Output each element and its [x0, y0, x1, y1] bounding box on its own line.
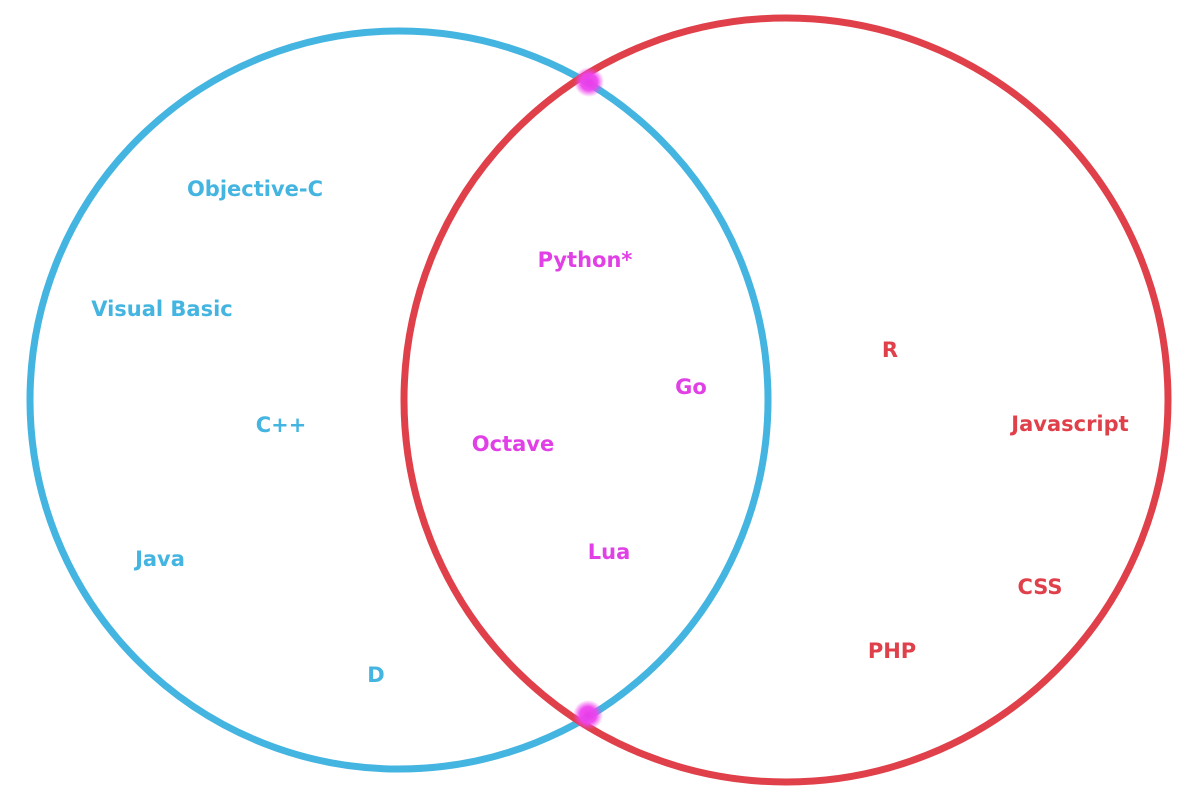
bottom-intersection-point — [573, 700, 603, 730]
label-javascript: Javascript — [1009, 412, 1128, 436]
label-python: Python* — [538, 248, 633, 272]
right-set-circle — [400, 14, 1172, 786]
label-css: CSS — [1017, 575, 1062, 599]
label-go: Go — [675, 375, 707, 399]
top-intersection-point — [574, 67, 604, 97]
label-d: D — [367, 663, 384, 687]
label-lua: Lua — [588, 540, 631, 564]
label-php: PHP — [868, 639, 916, 663]
left-set-circle — [26, 27, 772, 773]
label-octave: Octave — [472, 432, 554, 456]
label-r: R — [882, 338, 898, 362]
label-cpp: C++ — [256, 413, 307, 437]
label-objective-c: Objective-C — [187, 177, 323, 201]
label-visual-basic: Visual Basic — [91, 297, 233, 321]
label-java: Java — [133, 547, 185, 571]
